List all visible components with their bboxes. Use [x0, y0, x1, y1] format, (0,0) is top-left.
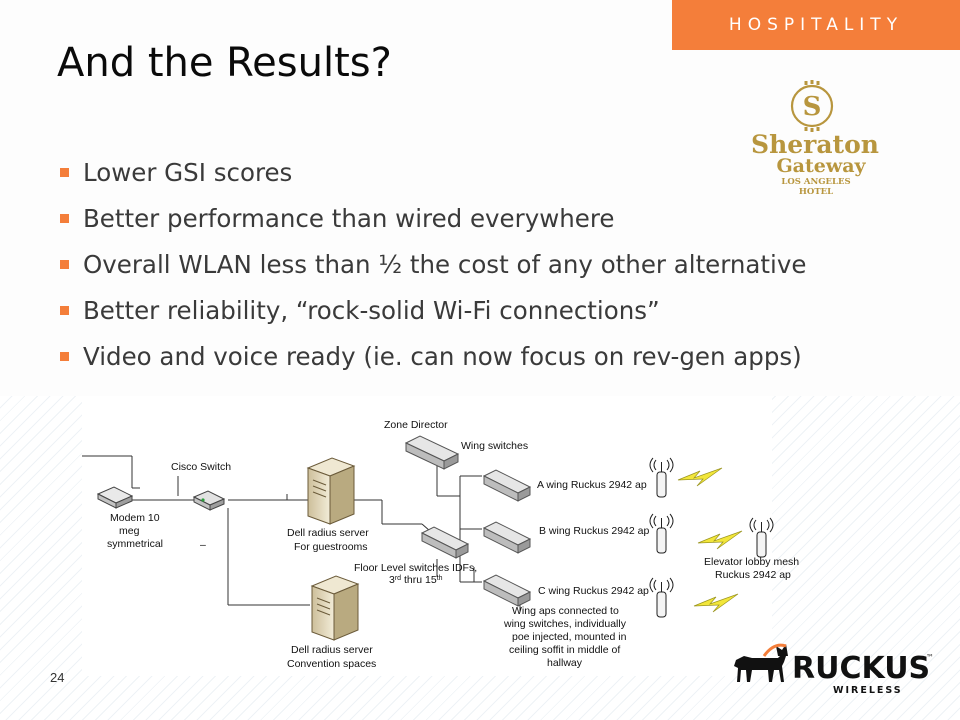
sheraton-hotel: HOTEL [799, 187, 833, 197]
a-wing-label: A wing Ruckus 2942 ap [537, 479, 647, 491]
server-icon [310, 575, 360, 641]
bullet-list: Lower GSI scores Better performance than… [57, 150, 806, 380]
bullet-item: Video and voice ready (ie. can now focus… [57, 334, 806, 380]
floor-switch-icon [420, 526, 470, 559]
wing-note-3: poe injected, mounted in [512, 631, 627, 643]
access-point-b-icon [649, 513, 674, 554]
ruckus-wordmark: RUCKUS [792, 651, 930, 686]
cisco-switch-label: Cisco Switch [171, 461, 231, 473]
bullet-item: Lower GSI scores [57, 150, 806, 196]
bullet-text: Better performance than wired everywhere [83, 204, 615, 233]
content-panel [0, 0, 960, 396]
zone-director-icon [404, 435, 460, 470]
sheraton-seal-icon [790, 84, 834, 128]
modem-label-3: symmetrical [107, 538, 163, 550]
access-point-icons [649, 457, 774, 618]
ruckus-logo: RUCKUS ™ WIRELESS [734, 643, 934, 696]
c-wing-label: C wing Ruckus 2942 ap [538, 585, 649, 597]
cisco-switch-icon [192, 490, 226, 511]
floor-range-label: 3rd thru 15th [389, 574, 443, 586]
wing-note-4: ceiling soffit in middle of [509, 644, 620, 656]
bullet-text: Better reliability, “rock-solid Wi-Fi co… [83, 296, 660, 325]
sheraton-logo: S Sheraton Gateway LOS ANGELES HOTEL [751, 80, 879, 197]
access-point-mesh-icon [749, 517, 774, 558]
modem-icon [96, 486, 134, 509]
server-icon [306, 457, 356, 525]
sheraton-wordmark: Sheraton [751, 130, 879, 159]
page-number: 24 [50, 670, 65, 685]
bullet-item: Better performance than wired everywhere [57, 196, 806, 242]
elevator-label-2: Ruckus 2942 ap [715, 569, 791, 581]
ruckus-tm: ™ [926, 653, 934, 662]
bullet-text: Video and voice ready (ie. can now focus… [83, 342, 802, 371]
wing-switch-a-icon [482, 469, 532, 502]
zone-director-label: Zone Director [384, 419, 448, 431]
radius-convention-label-1: Dell radius server [291, 644, 373, 656]
floor-switches-label: Floor Level switches IDFs, [354, 562, 477, 574]
wing-note-1: Wing aps connected to [512, 605, 619, 617]
wing-switch-b-icon [482, 521, 532, 554]
bullet-item: Better reliability, “rock-solid Wi-Fi co… [57, 288, 806, 334]
dash-label: – [200, 539, 206, 551]
wing-switches-label: Wing switches [461, 440, 528, 452]
network-diagram: Zone Director Wing switches Modem 10 meg… [82, 419, 799, 670]
section-tag: HOSPITALITY [672, 0, 960, 50]
bullet-marker [60, 214, 69, 223]
bullet-marker [60, 306, 69, 315]
sheraton-subtitle: Gateway [776, 155, 866, 177]
ruckus-dog-icon [734, 644, 788, 682]
bullet-marker [60, 168, 69, 177]
bullet-marker [60, 260, 69, 269]
radius-convention-label-2: Convention spaces [287, 658, 376, 670]
ruckus-subtitle: WIRELESS [833, 685, 903, 696]
wing-switch-c-icon [482, 574, 532, 607]
modem-label-1: Modem 10 [110, 512, 160, 524]
modem-label-2: meg [119, 525, 140, 537]
wireless-signal-icons [677, 467, 743, 613]
bullet-text: Lower GSI scores [83, 158, 293, 187]
sheraton-city: LOS ANGELES [781, 177, 850, 187]
b-wing-label: B wing Ruckus 2942 ap [539, 525, 649, 537]
access-point-c-icon [649, 577, 674, 618]
bullet-item: Overall WLAN less than ½ the cost of any… [57, 242, 806, 288]
elevator-label-1: Elevator lobby mesh [704, 556, 799, 568]
radius-guest-label-1: Dell radius server [287, 527, 369, 539]
slide-title: And the Results? [57, 40, 392, 86]
ruckus-leash-icon [762, 643, 787, 657]
wing-note-2: wing switches, individually [503, 618, 627, 630]
wing-note-5: hallway [547, 657, 583, 669]
access-point-a-icon [649, 457, 674, 498]
sheraton-seal-letter: S [803, 92, 822, 122]
bullet-marker [60, 352, 69, 361]
radius-guest-label-2: For guestrooms [294, 541, 368, 553]
bullet-text: Overall WLAN less than ½ the cost of any… [83, 250, 807, 279]
